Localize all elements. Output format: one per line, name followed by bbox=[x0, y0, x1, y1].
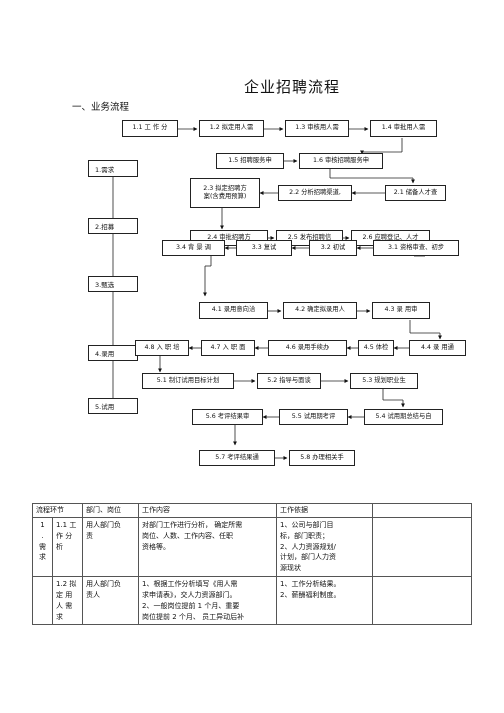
stage-probation: 5.试用 bbox=[88, 398, 138, 414]
header-dept: 部门、岗位 bbox=[82, 503, 139, 518]
step-4-5: 4.5 体检 bbox=[358, 340, 394, 356]
step-3-1: 3.1 资格审查、初步 bbox=[373, 240, 459, 256]
step-2-3-line2: 案(含费用预算) bbox=[203, 193, 247, 200]
row-stage bbox=[32, 576, 53, 626]
header-content: 工作内容 bbox=[138, 503, 277, 518]
row-blank bbox=[372, 576, 472, 626]
stage-hire: 4.录用 bbox=[88, 345, 138, 361]
step-5-8: 5.8 办理相关手 bbox=[289, 450, 355, 466]
row-dept: 用人部门负 责 bbox=[82, 516, 139, 578]
header-basis: 工作依据 bbox=[276, 503, 373, 518]
step-5-3: 5.3 规划职业生 bbox=[350, 373, 418, 389]
row-stage: 1 . 需 求 bbox=[32, 516, 53, 578]
step-4-6: 4.6 录用手续办 bbox=[268, 340, 347, 356]
step-1-3: 1.3 审核用人需 bbox=[285, 120, 349, 137]
header-blank bbox=[372, 503, 472, 518]
step-5-6: 5.6 考评结果审 bbox=[192, 409, 263, 425]
row-blank bbox=[372, 516, 472, 578]
step-3-4: 3.4 背 景 调 bbox=[162, 240, 225, 256]
step-4-3: 4.3 录 用审 bbox=[372, 302, 430, 319]
step-4-1: 4.1 录用意向洽 bbox=[199, 302, 268, 319]
row-step: 1.2 拟 定 用 人 需 求 bbox=[52, 576, 83, 626]
step-4-7: 4.7 入 职 面 bbox=[201, 340, 255, 356]
step-2-3: 2.3 拟定招聘方 案(含费用预算) bbox=[190, 178, 260, 208]
row-basis: 1、工作分析结果。 2、薪酬福利制度。 bbox=[276, 576, 373, 626]
step-1-5: 1.5 招聘服务申 bbox=[216, 153, 284, 169]
step-4-2: 4.2 确定拟录用人 bbox=[283, 302, 357, 319]
step-3-2: 3.2 初试 bbox=[309, 240, 357, 256]
header-stage: 流程环节 bbox=[32, 503, 83, 518]
table-header-row: 流程环节 部门、岗位 工作内容 工作依据 bbox=[32, 503, 472, 518]
step-3-3: 3.3 复试 bbox=[236, 240, 292, 256]
step-2-2: 2.2 分析招聘渠道, bbox=[278, 185, 352, 201]
step-4-8: 4.8 入 职 培 bbox=[135, 340, 189, 356]
step-5-7: 5.7 考评结果通 bbox=[199, 450, 275, 466]
step-1-4: 1.4 审批用人需 bbox=[370, 120, 437, 137]
step-1-2: 1.2 拟定用人需 bbox=[199, 120, 264, 137]
step-5-5: 5.5 试用期考评 bbox=[279, 409, 348, 425]
row-content: 对部门工作进行分析， 确定所需 岗位、人数、工作内容、任职 资格等。 bbox=[138, 516, 277, 578]
step-5-2: 5.2 指导与面谈 bbox=[257, 373, 321, 389]
row-basis: 1、公司与部门目 标，部门职责； 2、人力资源规划/ 计划，部门人力资 源现状 bbox=[276, 516, 373, 578]
flow-connectors bbox=[112, 127, 442, 460]
step-2-1: 2.1 储备人才查 bbox=[385, 185, 446, 201]
row-dept: 用人部门负 责人 bbox=[82, 576, 139, 626]
step-4-4: 4.4 录 用通 bbox=[409, 340, 466, 356]
step-5-1: 5.1 制订试用目标计划 bbox=[142, 373, 234, 389]
step-2-3-line1: 2.3 拟定招聘方 bbox=[203, 184, 247, 192]
stage-select: 3.甄选 bbox=[88, 276, 138, 292]
stage-recruit: 2.招募 bbox=[88, 218, 138, 234]
step-5-4: 5.4 试用期总结与自 bbox=[364, 409, 443, 425]
stage-need: 1.需求 bbox=[88, 160, 138, 177]
section-subtitle: 一、业务流程 bbox=[72, 102, 130, 113]
row-step: 1.1 工 作 分 析 bbox=[52, 516, 83, 578]
row-content: 1、根据工作分析填写《用人需 求申请表》，交人力资源部门。 2、一般岗位提前 1… bbox=[138, 576, 277, 626]
step-1-1: 1.1 工 作 分 bbox=[122, 120, 178, 137]
step-1-6: 1.6 审核招聘服务申 bbox=[299, 153, 383, 169]
table-row: 1 . 需 求 1.1 工 作 分 析 用人部门负 责 对部门工作进行分析， 确… bbox=[32, 516, 472, 578]
table-row: 1.2 拟 定 用 人 需 求 用人部门负 责人 1、根据工作分析填写《用人需 … bbox=[32, 576, 472, 626]
process-table: 流程环节 部门、岗位 工作内容 工作依据 1 . 需 求 1.1 工 作 分 析… bbox=[32, 503, 472, 626]
page-title: 企业招聘流程 bbox=[244, 78, 341, 96]
